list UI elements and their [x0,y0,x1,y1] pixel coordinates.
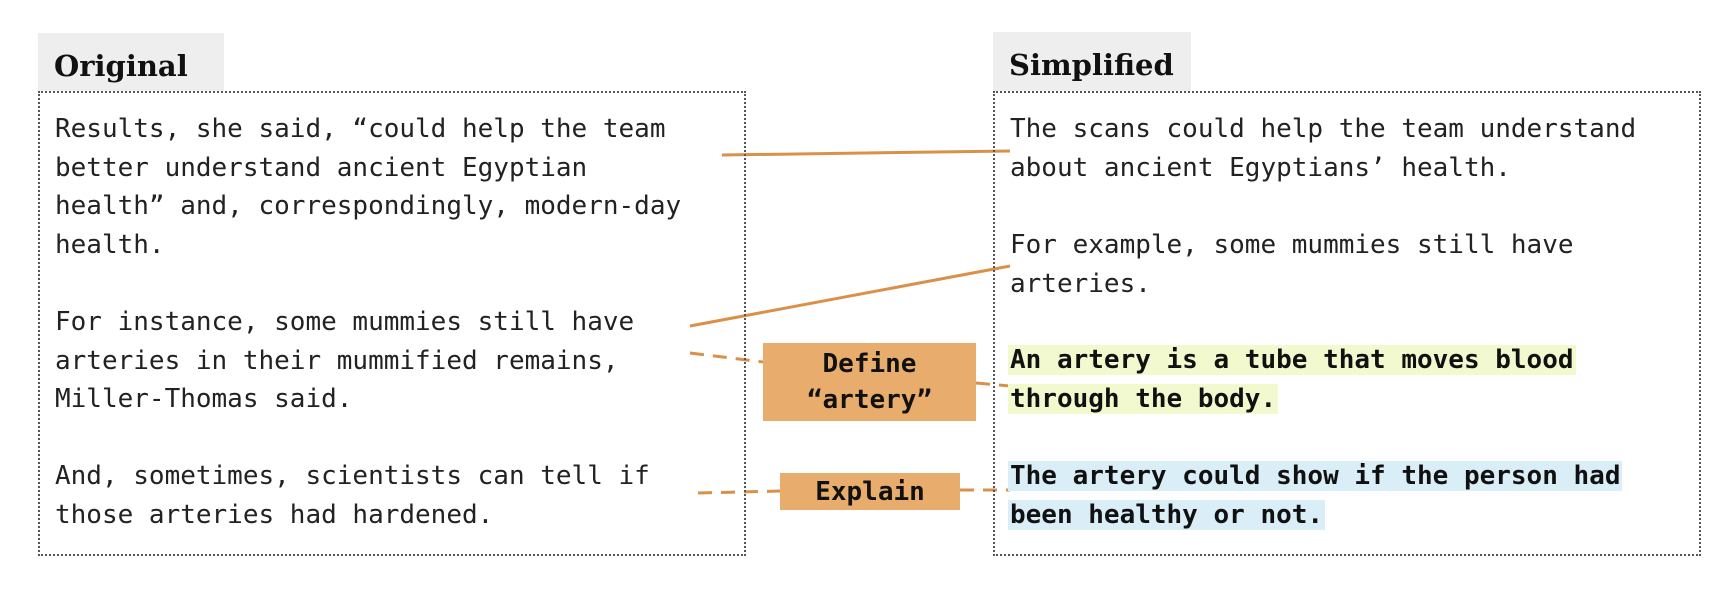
define-operation-label: Define “artery” [806,349,933,415]
simplified-paragraph: The scans could help the team understand… [1010,114,1637,183]
explain-operation-label: Explain [815,476,925,507]
explanation-highlight: The artery could show if the person had … [1008,461,1623,530]
link-dashed-explain-in [697,489,781,495]
link-dashed-define-in [689,351,764,364]
link-line-p2 [689,264,1011,328]
original-panel [38,91,746,556]
original-paragraph: For instance, some mummies still have ar… [55,307,635,414]
explain-operation-box: Explain [780,473,960,510]
simplified-paragraph-definition: An artery is a tube that moves blood thr… [1008,341,1710,418]
link-dashed-define-out [975,381,1011,388]
original-paragraph: Results, she said, “could help the team … [55,114,682,260]
link-line-p1 [721,149,1011,157]
simplified-panel [993,91,1701,556]
definition-highlight: An artery is a tube that moves blood thr… [1008,345,1576,414]
simplified-paragraph: For example, some mummies still have art… [1010,230,1574,299]
define-operation-box: Define “artery” [763,343,976,421]
simplified-paragraph-explanation: The artery could show if the person had … [1008,457,1710,534]
original-panel-title: Original [38,33,224,91]
original-paragraph: And, sometimes, scientists can tell if t… [55,461,650,530]
simplified-panel-title: Simplified [993,32,1191,91]
